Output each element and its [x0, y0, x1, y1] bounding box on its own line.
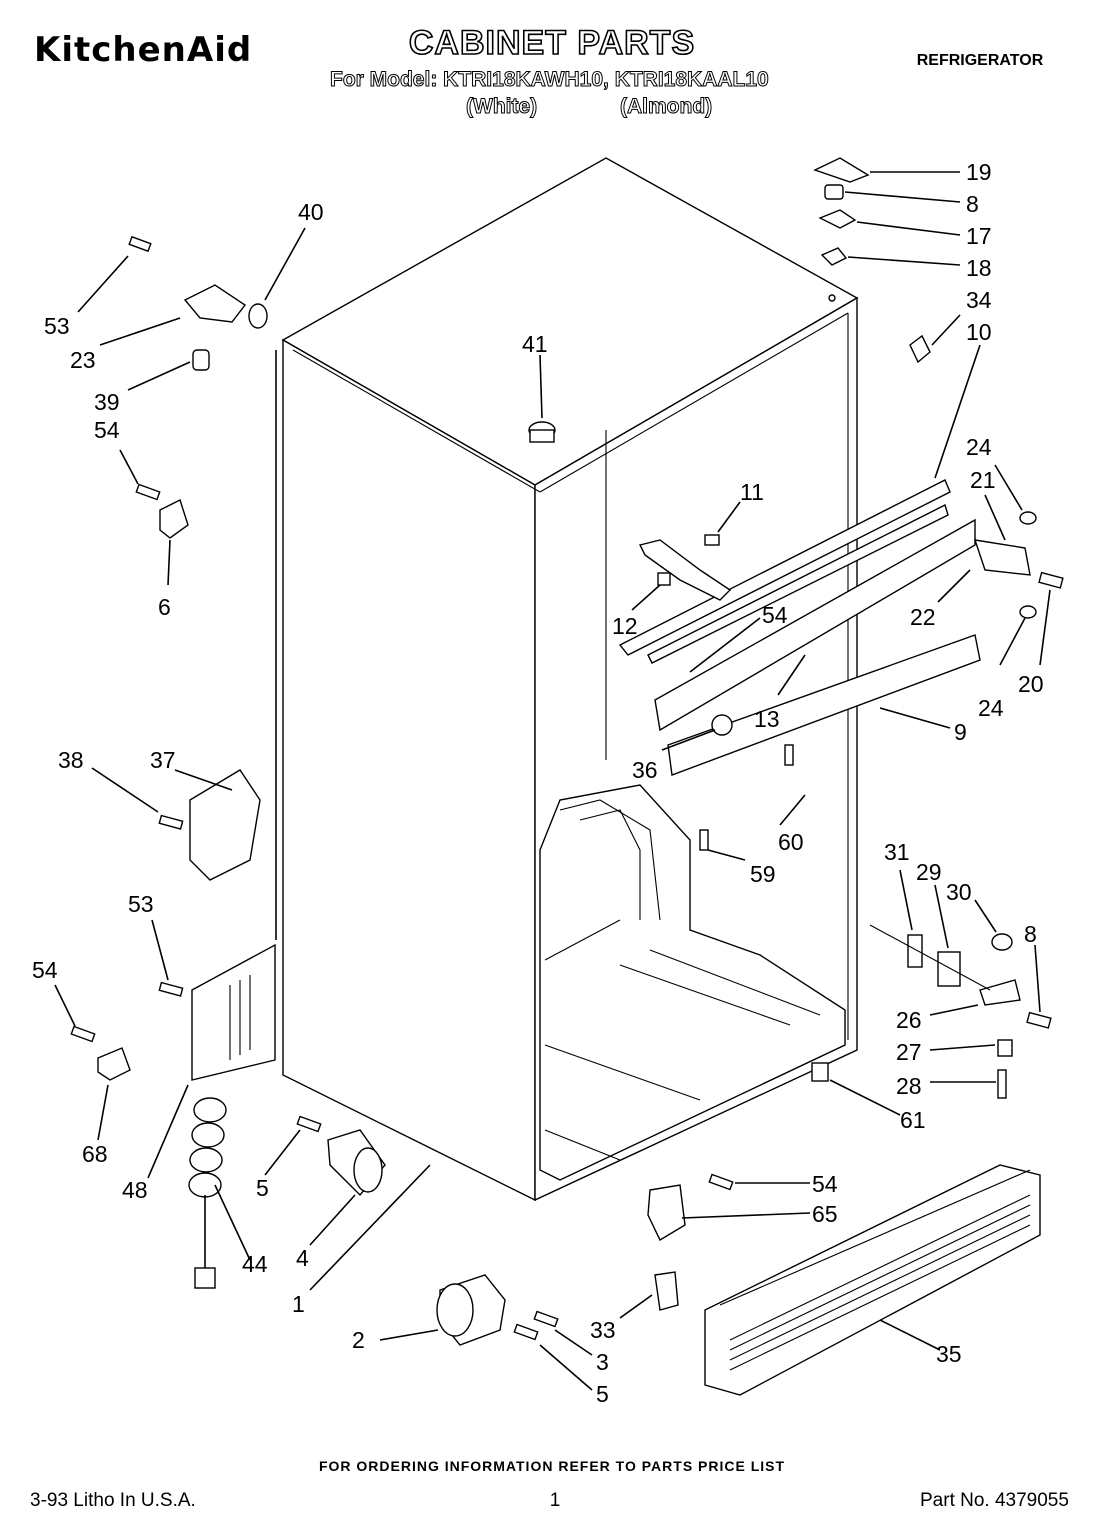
callout: 33 — [590, 1317, 616, 1343]
callout: 40 — [298, 199, 324, 225]
litho-info: 3-93 Litho In U.S.A. — [30, 1490, 196, 1511]
page-number: 1 — [549, 1490, 561, 1511]
callout: 31 — [884, 839, 910, 865]
rear-roller-4 — [296, 1115, 386, 1197]
callout: 5 — [596, 1381, 609, 1407]
category-label: REFRIGERATOR — [916, 52, 1044, 69]
power-cord-44 — [188, 1097, 227, 1289]
callout: 9 — [954, 719, 967, 745]
callout: 27 — [896, 1039, 922, 1065]
callout: 53 — [128, 891, 154, 917]
callout: 34 — [966, 287, 992, 313]
callout: 18 — [966, 255, 992, 281]
bracket-37 — [158, 769, 261, 881]
callout: 61 — [900, 1107, 926, 1133]
callout: 1 — [292, 1291, 305, 1317]
clamp-68 — [70, 1025, 131, 1081]
bottom-hinge-assembly — [811, 924, 1052, 1099]
cap-41 — [528, 421, 556, 443]
callout: 24 — [966, 434, 992, 460]
callout: 24 — [978, 695, 1004, 721]
callout: 26 — [896, 1007, 922, 1033]
control-box-48 — [158, 943, 276, 1081]
variant-white: (White) — [465, 95, 538, 119]
front-rails — [618, 479, 981, 851]
callout: 5 — [256, 1175, 269, 1201]
callout: 11 — [740, 479, 764, 505]
bracket-65 — [647, 1173, 734, 1311]
callout: 23 — [70, 347, 96, 373]
callout: 37 — [150, 747, 176, 773]
callout: 38 — [58, 747, 84, 773]
callout: 30 — [946, 879, 972, 905]
callout: 22 — [910, 604, 936, 630]
callout: 2 — [352, 1327, 365, 1353]
part-number: Part No. 4379055 — [920, 1490, 1069, 1511]
right-hinge-assembly — [973, 511, 1064, 619]
callout: 20 — [1018, 671, 1044, 697]
callout: 48 — [122, 1177, 148, 1203]
callout: 54 — [32, 957, 58, 983]
callout: 8 — [1024, 921, 1037, 947]
callout: 59 — [750, 861, 776, 887]
callout: 13 — [754, 706, 780, 732]
top-hinge-assembly — [813, 157, 931, 364]
callout: 28 — [896, 1073, 922, 1099]
callout: 65 — [812, 1201, 838, 1227]
callout: 36 — [632, 757, 658, 783]
page-title: CABINET PARTS — [408, 23, 696, 63]
callout: 3 — [596, 1349, 609, 1375]
callout: 60 — [778, 829, 804, 855]
callout: 39 — [94, 389, 120, 415]
callout: 53 — [44, 313, 70, 339]
callout: 54 — [762, 602, 788, 628]
callout: 54 — [812, 1171, 838, 1197]
callout: 68 — [82, 1141, 108, 1167]
callout: 12 — [612, 613, 638, 639]
brand-logo: KitchenAid — [34, 30, 253, 70]
water-valve-assembly — [128, 235, 268, 371]
callout: 17 — [966, 223, 992, 249]
callout-labels: 19 8 17 18 34 10 40 53 23 39 54 6 41 24 … — [32, 159, 1044, 1407]
callout: 44 — [242, 1251, 268, 1277]
callout: 41 — [522, 331, 548, 357]
callout: 8 — [966, 191, 979, 217]
cabinet-shell — [275, 157, 859, 1202]
callout: 35 — [936, 1341, 962, 1367]
front-roller-2 — [436, 1274, 559, 1346]
leader-lines — [54, 171, 1051, 1391]
model-line: For Model: KTRI18KAWH10, KTRI18KAAL10 — [330, 68, 770, 92]
callout: 19 — [966, 159, 992, 185]
callout: 10 — [966, 319, 992, 345]
left-clamp-6 — [135, 483, 189, 539]
callout: 54 — [94, 417, 120, 443]
callout: 29 — [916, 859, 942, 885]
callout: 6 — [158, 594, 171, 620]
base-grille-35 — [704, 1164, 1041, 1396]
callout: 21 — [970, 467, 996, 493]
variant-almond: (Almond) — [619, 95, 713, 119]
ordering-info: FOR ORDERING INFORMATION REFER TO PARTS … — [318, 1458, 786, 1474]
callout: 4 — [296, 1245, 309, 1271]
